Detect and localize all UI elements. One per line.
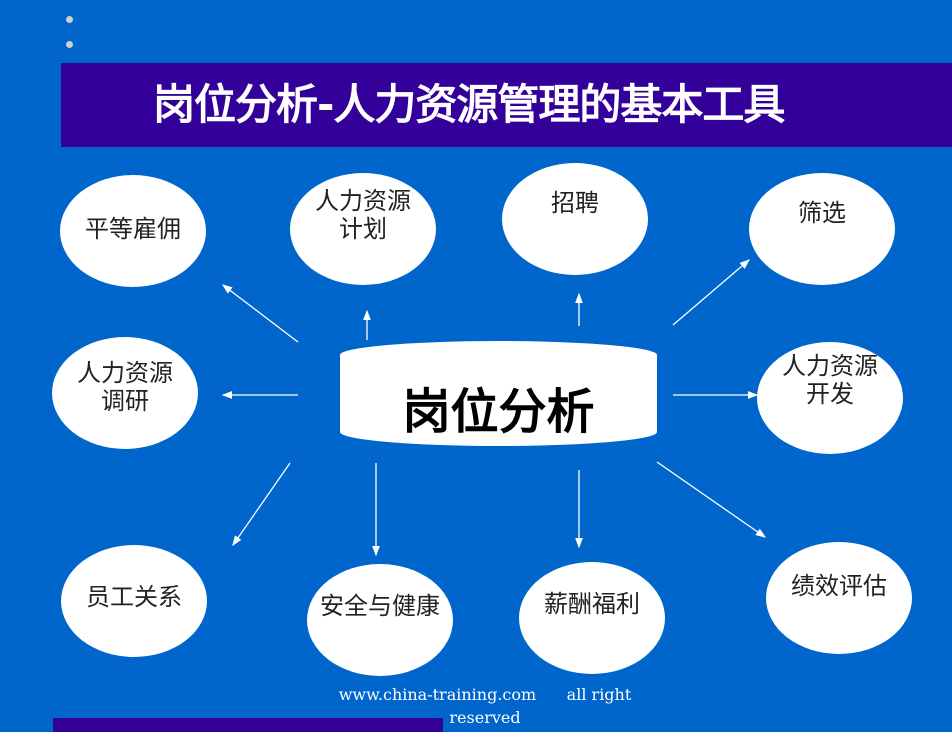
- node-label: 人力资源 调研: [77, 359, 173, 415]
- node-safety-health: 安全与健康: [307, 564, 453, 676]
- node-performance: 绩效评估: [766, 542, 912, 654]
- footer-copyright: www.china-training.com all right reserve…: [300, 683, 670, 729]
- footer-line-2: reserved: [449, 708, 521, 727]
- node-label: 人力资源 计划: [315, 187, 411, 243]
- node-equal-employment: 平等雇佣: [60, 175, 206, 287]
- node-label: 人力资源 开发: [782, 352, 878, 408]
- arrow: [672, 259, 750, 326]
- node-label: 筛选: [798, 199, 846, 227]
- node-label: 平等雇佣: [85, 215, 181, 243]
- arrow: [656, 461, 767, 538]
- arrow: [221, 284, 299, 343]
- node-label: 招聘: [551, 189, 599, 217]
- node-recruitment: 招聘: [502, 163, 648, 275]
- node-label: 薪酬福利: [544, 590, 640, 618]
- node-hr-research: 人力资源 调研: [52, 337, 198, 449]
- bottom-bar: [53, 718, 443, 732]
- node-label: 安全与健康: [320, 592, 440, 620]
- node-label: 员工关系: [86, 583, 182, 611]
- node-screening: 筛选: [749, 173, 895, 285]
- center-job-analysis: 岗位分析: [402, 384, 595, 440]
- node-employee-relations: 员工关系: [61, 545, 207, 657]
- bullet-dot: [66, 16, 73, 23]
- node-label: 绩效评估: [791, 572, 887, 600]
- center-cylinder: [340, 341, 657, 446]
- node-hr-development: 人力资源 开发: [757, 342, 903, 454]
- node-hr-planning: 人力资源 计划: [290, 173, 436, 285]
- title-bar: 岗位分析-人力资源管理的基本工具: [61, 63, 952, 147]
- slide-title: 岗位分析-人力资源管理的基本工具: [153, 80, 785, 129]
- bullet-dot: [66, 41, 73, 48]
- arrow: [232, 462, 291, 547]
- footer-line-1: www.china-training.com all right: [338, 685, 632, 704]
- node-compensation: 薪酬福利: [519, 562, 665, 674]
